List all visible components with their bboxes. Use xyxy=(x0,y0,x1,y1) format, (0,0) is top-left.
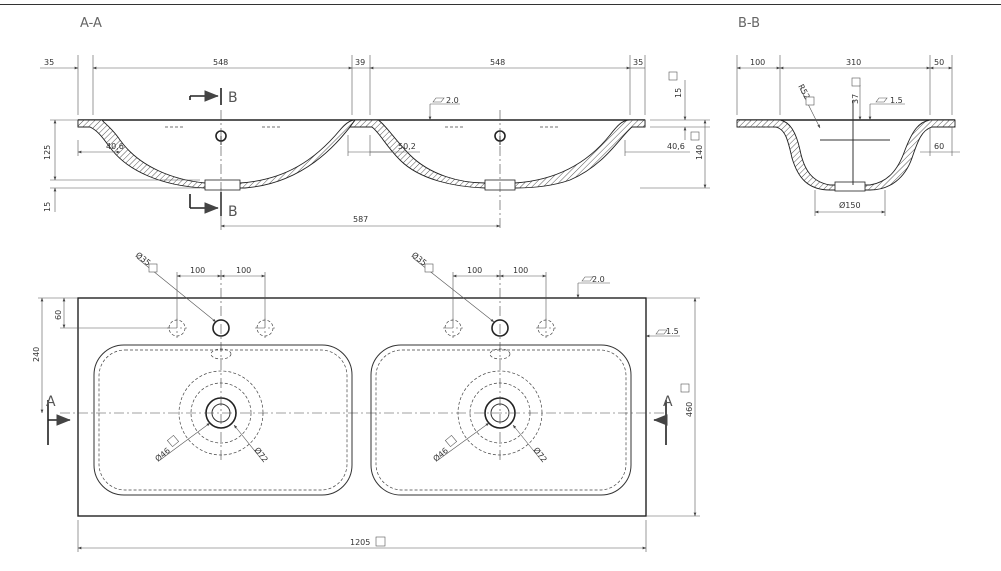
plan-dim-spacing-left-2: 100 xyxy=(236,266,251,275)
bb-dim-offset-60: 60 xyxy=(934,142,944,151)
plan-dim-drain-inner-left: Ø46 xyxy=(153,445,172,463)
aa-dim-basin-1: 548 xyxy=(213,58,228,67)
aa-dim-total-height: 140 xyxy=(695,145,704,160)
aa-cut-label-top: B xyxy=(228,90,238,106)
aa-dim-middle-gap: 39 xyxy=(355,58,365,67)
plan-dim-spacing-left-1: 100 xyxy=(190,266,205,275)
plan-dim-drain-outer-right: Ø72 xyxy=(531,445,549,464)
plan-cut-label-left: A xyxy=(46,394,56,410)
plan-dim-depth: 460 xyxy=(685,402,694,417)
bb-dim-drain: Ø150 xyxy=(839,200,861,210)
bb-dim-height-37: 37 xyxy=(851,94,860,104)
aa-dim-left-edge: 35 xyxy=(44,58,54,67)
aa-shell-left xyxy=(77,119,356,189)
bb-dim-wall: 1.5 xyxy=(890,96,903,105)
plan-dim-drain-inner-right: Ø46 xyxy=(431,445,450,463)
plan-cut-label-right: A xyxy=(663,394,673,410)
plan-dim-tap-offset: 60 xyxy=(54,310,63,320)
aa-dim-bottom-15: 15 xyxy=(43,202,52,212)
aa-shell-right xyxy=(349,119,646,189)
aa-dim-basin-2: 548 xyxy=(490,58,505,67)
aa-dim-right-edge: 35 xyxy=(633,58,643,67)
plan-dim-spacing-right-2: 100 xyxy=(513,266,528,275)
section-aa: A-A B B xyxy=(40,16,710,230)
bb-dim-middle: 310 xyxy=(846,58,861,67)
aa-dim-depth: 125 xyxy=(43,145,52,160)
aa-dim-rim-thickness: 2.0 xyxy=(446,96,459,105)
bb-dim-left: 100 xyxy=(750,58,765,67)
plan-basin-left xyxy=(93,344,353,496)
aa-dim-offset-left: 40,6 xyxy=(106,142,124,151)
plan-dim-total-width: 1205 xyxy=(350,538,370,547)
plan-dim-top-thickness: 2.0 xyxy=(592,275,605,284)
aa-dim-drain-spacing: 587 xyxy=(353,215,368,224)
section-bb-title: B-B xyxy=(738,16,760,31)
plan-dim-basin-center: 240 xyxy=(32,347,41,362)
section-bb: B-B 100 310 50 R520 37 1.5 xyxy=(736,16,960,216)
plan-dim-spacing-right-1: 100 xyxy=(467,266,482,275)
plan-dim-drain-outer-left: Ø72 xyxy=(252,445,270,464)
plan-basin-right xyxy=(370,344,632,496)
bb-shell xyxy=(736,119,956,191)
plan-outline xyxy=(77,297,647,517)
aa-dim-rim-height: 15 xyxy=(674,88,683,98)
section-aa-title: A-A xyxy=(80,16,102,31)
aa-dim-middle-offset: 50,2 xyxy=(398,142,416,151)
aa-dim-offset-right: 40,6 xyxy=(667,142,685,151)
plan-dim-edge-thickness: 1.5 xyxy=(666,327,679,336)
aa-cut-label-bottom: B xyxy=(228,204,238,220)
plan-view: A A Ø35 Ø35 100 100 100 100 2.0 1.5 xyxy=(32,250,700,552)
bb-dim-right: 50 xyxy=(934,58,944,67)
